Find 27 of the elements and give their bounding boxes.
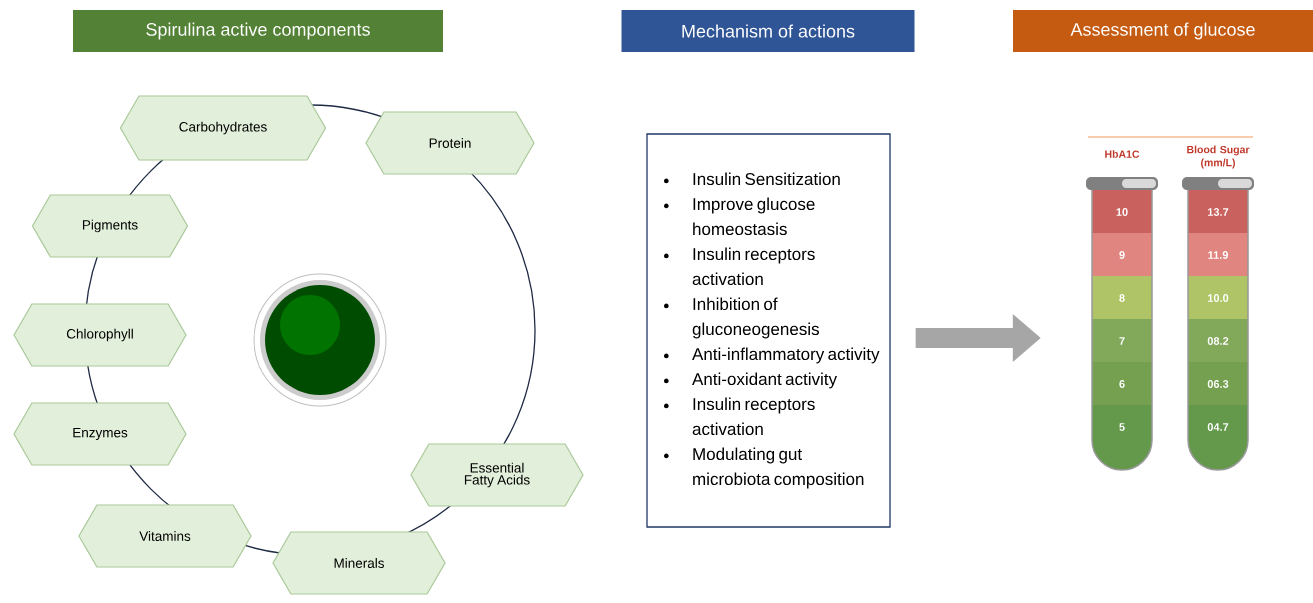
column-label: Blood Sugar (mm/L) — [1187, 145, 1250, 169]
value-label: 08.2 — [1207, 337, 1229, 345]
section-header: Spirulina active components — [73, 10, 443, 52]
hexagon-box: Chlorophyll — [13, 303, 187, 367]
hexagon-box: Enzymes — [13, 402, 187, 466]
value-label: 04.7 — [1207, 423, 1229, 431]
hexagon-box: Minerals — [272, 531, 446, 595]
value-label: 13.7 — [1208, 208, 1229, 216]
value-label: 7 — [1119, 337, 1125, 345]
value-label: 8 — [1119, 294, 1125, 302]
hexagon-box: Vitamins — [78, 504, 252, 568]
value-label: 5 — [1119, 423, 1125, 431]
section-header: Mechanism of actions — [621, 10, 915, 52]
value-label: 11.9 — [1208, 251, 1228, 259]
bullet-list-box: Insulin Sensitization Improve glucose homeostasis Insulin receptors activation Inhibition of gluconeogenesis Anti-inflammatory activity Anti-oxidant activity Insulin receptors activation Modulating gut microbiota composition — [646, 133, 891, 528]
value-label: 10 — [1116, 208, 1128, 216]
test-tubes-drawing — [1086, 177, 1254, 471]
hexagon-box: Protein — [365, 111, 535, 175]
hexagon-box: Pigments — [31, 194, 189, 258]
section-header: Assessment of glucose — [1013, 10, 1313, 52]
hexagon-box: Essential Fatty Acids — [410, 443, 584, 507]
value-label: 9 — [1119, 251, 1125, 259]
value-label: 06.3 — [1207, 380, 1229, 388]
value-label: 6 — [1119, 380, 1125, 388]
column-label: HbA1C — [1105, 150, 1140, 158]
hexagon-box: Carbohydrates — [119, 95, 327, 161]
value-label: 10.0 — [1208, 294, 1229, 302]
